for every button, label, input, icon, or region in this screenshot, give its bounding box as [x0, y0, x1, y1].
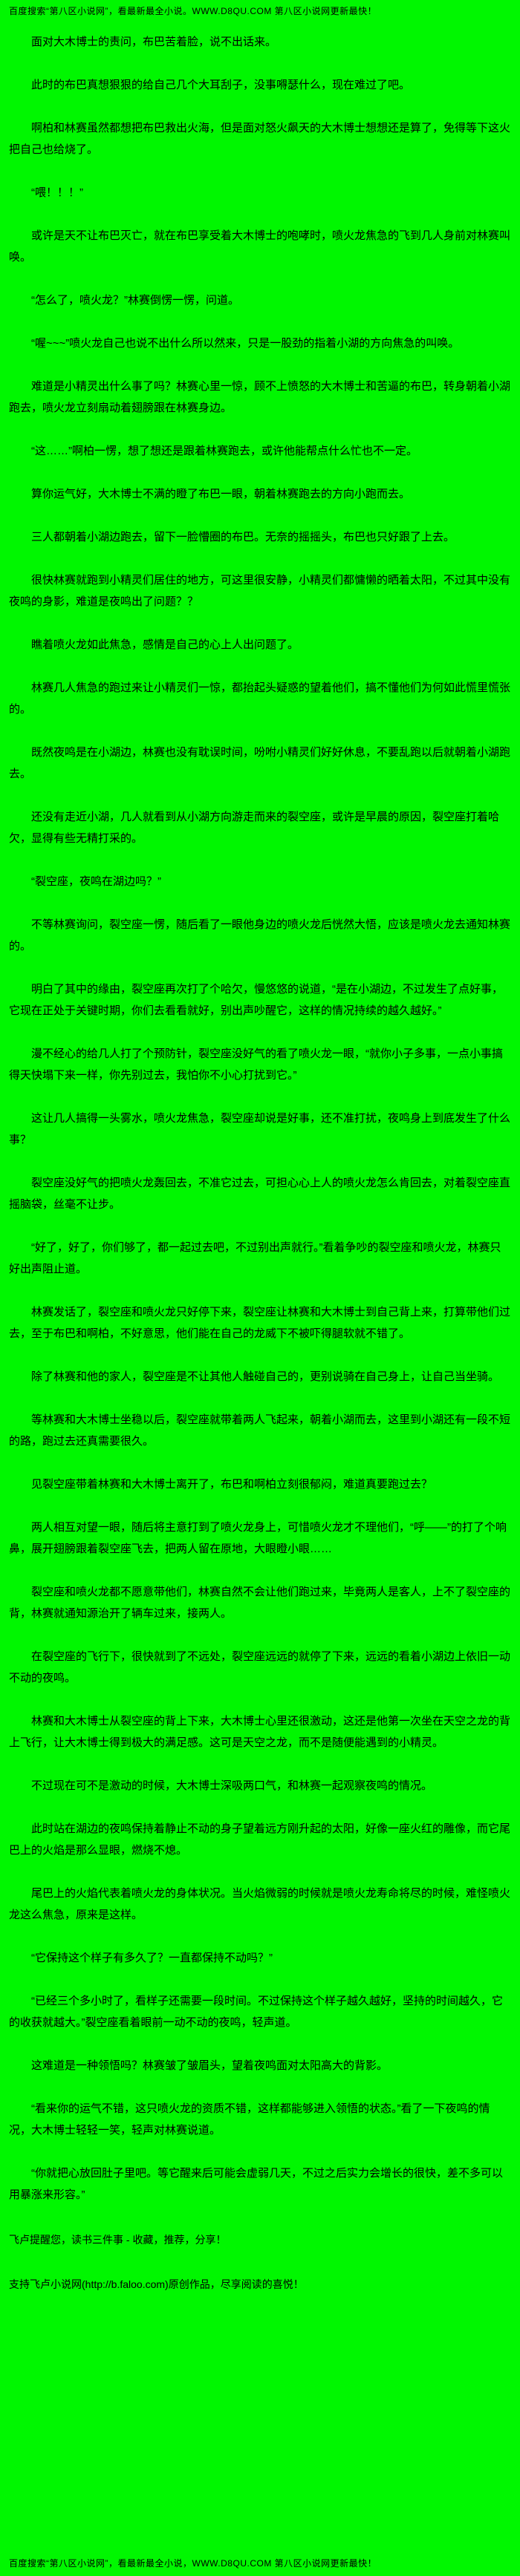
paragraph: 三人都朝着小湖边跑去，留下一脸懵圈的布巴。无奈的摇摇头，布巴也只好跟了上去。 — [31, 531, 455, 543]
paragraph: 此时站在湖边的夜鸣保持着静止不动的身子望着远方刚升起的太阳，好像一座火红的雕像，… — [9, 1823, 511, 1857]
paragraph: 算你运气好，大木博士不满的瞪了布巴一眼，朝着林赛跑去的方向小跑而去。 — [31, 488, 411, 500]
paragraph: “怎么了，喷火龙？”林赛倒愣一愣，问道。 — [31, 294, 239, 307]
footer-support-link[interactable]: 支持飞卢小说网(http://b.faloo.com)原创作品，尽享阅读的喜悦！ — [9, 2278, 304, 2290]
paragraph: 明白了其中的缘由，裂空座再次打了个哈欠，慢悠悠的说道，“是在小湖边，不过发生了点… — [9, 983, 503, 1017]
paragraph: 漫不经心的给几人打了个预防针，裂空座没好气的看了喷火龙一眼，“就你小子多事，一点… — [9, 1047, 503, 1082]
footer-promo: 百度搜索“第八区小说网”，看最新最全小说，WWW.D8QU.COM 第八区小说网… — [9, 2558, 377, 2569]
paragraph: 瞧着喷火龙如此焦急，感情是自己的心上人出问题了。 — [31, 638, 299, 651]
paragraph: 面对大木博士的责问，布巴苦着脸，说不出话来。 — [31, 36, 277, 48]
paragraph: 难道是小精灵出什么事了吗？林赛心里一惊，顾不上愤怒的大木博士和苦逼的布巴，转身朝… — [9, 380, 511, 414]
paragraph: 不等林赛询问，裂空座一愣，随后看了一眼他身边的喷火龙后恍然大悟，应该是喷火龙去通… — [9, 918, 511, 952]
paragraph: “它保持这个样子有多久了？一直都保持不动吗？” — [31, 1952, 273, 1964]
paragraph: 裂空座和喷火龙都不愿意带他们，林赛自然不会让他们跑过来，毕竟两人是客人，上不了裂… — [9, 1586, 511, 1620]
paragraph: 这让几人搞得一头雾水，喷火龙焦急，裂空座却说是好事，还不准打扰，夜鸣身上到底发生… — [9, 1112, 511, 1146]
paragraph: 除了林赛和他的家人，裂空座是不让其他人触碰自己的，更别说骑在自己身上，让自己当坐… — [31, 1370, 500, 1383]
header-promo: 百度搜索“第八区小说网”，看最新最全小说。WWW.D8QU.COM 第八区小说网… — [9, 6, 377, 16]
paragraph: 尾巴上的火焰代表着喷火龙的身体状况。当火焰微弱的时候就是喷火龙寿命将尽的时候，难… — [9, 1887, 511, 1921]
paragraph: 裂空座没好气的把喷火龙轰回去，不准它过去，可担心心上人的喷火龙怎么肯回去，对着裂… — [9, 1177, 511, 1211]
paragraph: 还没有走近小湖，几人就看到从小湖方向游走而来的裂空座，或许是早晨的原因，裂空座打… — [9, 811, 500, 845]
paragraph: “这……”啊柏一愣，想了想还是跟着林赛跑去，或许他能帮点什么忙也不一定。 — [31, 445, 417, 457]
footer-reminder: 飞卢提醒您，读书三件事 - 收藏，推荐，分享！ — [9, 2234, 227, 2246]
paragraph: 见裂空座带着林赛和大木博士离开了，布巴和啊柏立刻很郁闷，难道真要跑过去？ — [31, 1478, 433, 1491]
paragraph: “喂！！！” — [31, 186, 83, 199]
paragraph: “你就把心放回肚子里吧。等它醒来后可能会虚弱几天，不过之后实力会增长的很快，差不… — [9, 2167, 503, 2201]
paragraph: 林赛几人焦急的跑过来让小精灵们一惊，都抬起头疑惑的望着他们，搞不懂他们为何如此慌… — [9, 681, 511, 716]
paragraph: “好了，好了，你们够了，都一起过去吧，不过别出声就行。”看着争吵的裂空座和喷火龙… — [9, 1241, 501, 1275]
paragraph: 在裂空座的飞行下，很快就到了不远处，裂空座远远的就停了下来，远远的看着小湖边上依… — [9, 1650, 511, 1684]
paragraph: 不过现在可不是激动的时候，大木博士深吸两口气，和林赛一起观察夜鸣的情况。 — [31, 1779, 433, 1792]
paragraph: 林赛发话了，裂空座和喷火龙只好停下来，裂空座让林赛和大木博士到自己背上来，打算带… — [9, 1306, 511, 1340]
paragraph: 等林赛和大木博士坐稳以后，裂空座就带着两人飞起来，朝着小湖而去，这里到小湖还有一… — [9, 1413, 511, 1448]
paragraph: 这难道是一种领悟吗？林赛皱了皱眉头，望着夜鸣面对太阳高大的背影。 — [31, 2059, 389, 2072]
paragraph: “喔~~~”喷火龙自己也说不出什么所以然来，只是一股劲的指着小湖的方向焦急的叫唤… — [31, 337, 460, 350]
paragraph: “看来你的运气不错，这只喷火龙的资质不错，这样都能够进入领悟的状态。”看了一下夜… — [9, 2102, 490, 2137]
paragraph: 既然夜鸣是在小湖边，林赛也没有耽误时间，吩咐小精灵们好好休息，不要乱跑以后就朝着… — [9, 746, 511, 780]
chapter-text: 面对大木博士的责问，布巴苦着脸，说不出话来。此时的布巴真想狠狠的给自己几个大耳刮… — [9, 31, 511, 2206]
paragraph: “已经三个多小时了，看样子还需要一段时间。不过保持这个样子越久越好，坚持的时间越… — [9, 1995, 503, 2029]
paragraph: 啊柏和林赛虽然都想把布巴救出火海，但是面对怒火飙天的大木博士想想还是算了，免得等… — [9, 122, 511, 156]
paragraph: 此时的布巴真想狠狠的给自己几个大耳刮子，没事嘚瑟什么，现在难过了吧。 — [31, 79, 411, 91]
paragraph: 两人相互对望一眼，随后将主意打到了喷火龙身上，可惜喷火龙才不理他们，“呼——”的… — [9, 1521, 507, 1555]
paragraph: 林赛和大木博士从裂空座的背上下来，大木博士心里还很激动，这还是他第一次坐在天空之… — [9, 1715, 511, 1749]
paragraph: 或许是天不让布巴灭亡，就在布巴享受着大木博士的咆哮时，喷火龙焦急的飞到几人身前对… — [9, 229, 511, 264]
paragraph: “裂空座，夜鸣在湖边吗？” — [31, 875, 161, 888]
paragraph: 很快林赛就跑到小精灵们居住的地方，可这里很安静，小精灵们都慵懒的晒着太阳，不过其… — [9, 574, 511, 608]
